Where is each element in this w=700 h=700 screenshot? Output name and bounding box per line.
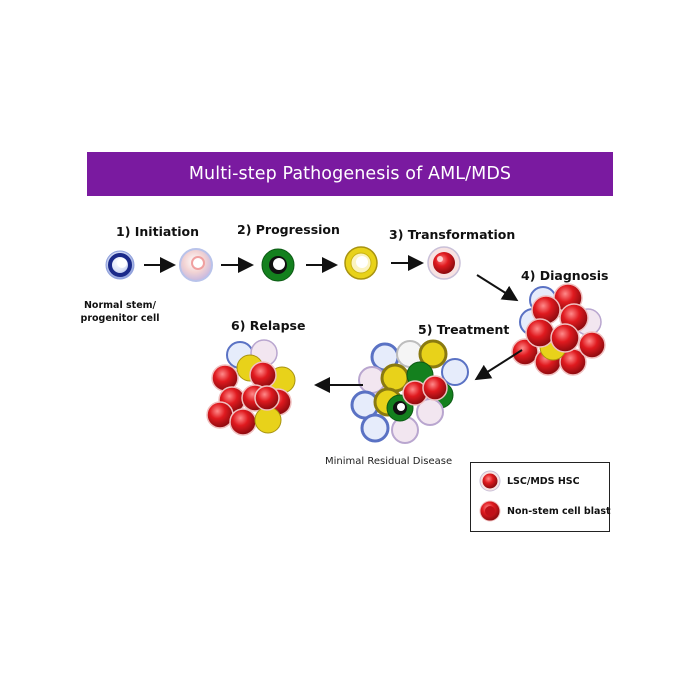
legend-lsc-label: LSC/MDS HSC: [507, 475, 580, 487]
title-banner: Multi-step Pathogenesis of AML/MDS: [87, 152, 613, 196]
normal-cell-caption: Normal stem/ progenitor cell: [80, 299, 160, 325]
transformation-cell-icon: [344, 246, 378, 280]
treatment-cluster-icon: [350, 339, 469, 444]
legend-item-lsc: LSC/MDS HSC: [479, 470, 580, 492]
normal-cell-caption-line2: progenitor cell: [80, 313, 160, 324]
normal-stem-cell-icon: [105, 250, 135, 280]
diagram-title: Multi-step Pathogenesis of AML/MDS: [188, 164, 512, 184]
step-treatment-label: 5) Treatment: [418, 322, 510, 337]
step-progression-label: 2) Progression: [237, 222, 340, 237]
initiated-cell-icon: [179, 248, 213, 282]
progression-cell-icon: [261, 248, 295, 282]
legend-item-blast: Non-stem cell blast: [479, 500, 611, 522]
blast-cell-icon: [479, 500, 501, 522]
mrd-caption: Minimal Residual Disease: [325, 456, 453, 467]
step-diagnosis-label: 4) Diagnosis: [521, 268, 609, 283]
arrow-treatment-icon: [474, 349, 523, 381]
diagnosis-cluster-icon: [511, 283, 606, 376]
normal-cell-caption-line1: Normal stem/: [83, 300, 157, 311]
step-transformation-label: 3) Transformation: [389, 227, 516, 242]
lsc-cell-icon: [479, 470, 501, 492]
relapse-cluster-icon: [206, 339, 296, 436]
leukemic-stem-cell-icon: [427, 246, 461, 280]
step-initiation-label: 1) Initiation: [116, 224, 200, 239]
arrow-diagnosis-icon: [476, 274, 519, 302]
step-relapse-label: 6) Relapse: [231, 318, 306, 333]
legend-box: LSC/MDS HSC Non-stem cell blast: [470, 462, 611, 532]
legend-blast-label: Non-stem cell blast: [507, 505, 611, 517]
